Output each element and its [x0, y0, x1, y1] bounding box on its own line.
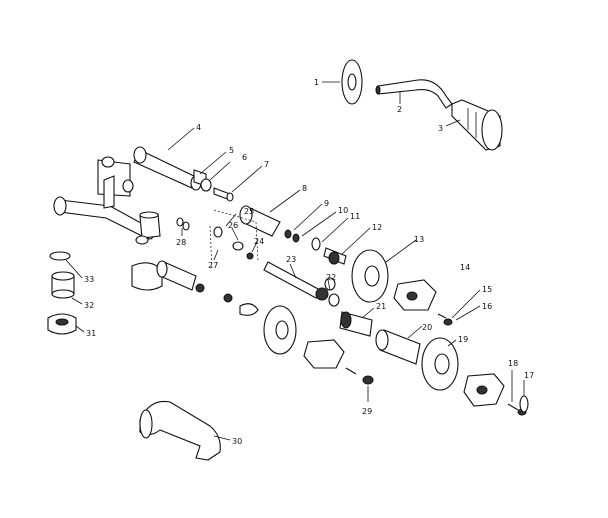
part-handle-lower: [303, 339, 345, 369]
callout-6: 6: [242, 153, 247, 162]
callout-3: 3: [438, 124, 443, 133]
part-shower-arm: [375, 79, 453, 109]
callout-15: 15: [482, 285, 492, 294]
callout-31: 31: [86, 329, 96, 338]
callout-4: 4: [196, 123, 201, 132]
callout-25: 25: [244, 207, 254, 216]
callout-8: 8: [302, 184, 307, 193]
callout-18: 18: [508, 359, 518, 368]
part-sleeve-8: [239, 205, 281, 237]
part-screw-15-16: [437, 313, 453, 326]
part-escutcheon-19: [421, 337, 459, 391]
part-screw-29: [345, 367, 374, 385]
callout-7: 7: [264, 160, 269, 169]
part-sleeve-lower: [156, 260, 259, 316]
part-seat-cylinders-left: [131, 211, 163, 291]
part-handle-14: [393, 279, 437, 311]
part-springs-9-10: [284, 229, 300, 243]
part-diverter-bracket: [209, 209, 259, 271]
part-shower-head: [451, 99, 503, 151]
part-stem-23: [263, 261, 340, 307]
part-nut-31: [47, 313, 77, 335]
leader-lines: [65, 81, 525, 441]
callout-21: 21: [376, 302, 386, 311]
callout-24: 24: [254, 237, 264, 246]
part-washer-33: [49, 251, 71, 261]
callout-12: 12: [372, 223, 382, 232]
callout-10: 10: [338, 206, 348, 215]
callout-28: 28: [176, 238, 186, 247]
callout-26: 26: [228, 221, 238, 230]
callout-2: 2: [397, 105, 402, 114]
callout-22: 22: [326, 273, 336, 282]
part-escutcheon-13: [351, 249, 389, 303]
part-stem-11-12: [311, 237, 347, 265]
callout-32: 32: [84, 301, 94, 310]
callout-29: 29: [362, 407, 372, 416]
callout-17: 17: [524, 371, 534, 380]
callout-11: 11: [350, 212, 360, 221]
callout-5: 5: [229, 146, 234, 155]
callout-1: 1: [314, 78, 319, 87]
part-handle-right-lower: [463, 373, 505, 407]
part-shower-flange: [341, 59, 363, 105]
callout-20: 20: [422, 323, 432, 332]
part-washers-5-6-7: [193, 169, 234, 202]
part-escutcheon-lower: [263, 305, 297, 355]
callout-13: 13: [414, 235, 424, 244]
callout-19: 19: [458, 335, 468, 344]
callout-27: 27: [208, 261, 218, 270]
callout-14: 14: [460, 263, 470, 272]
part-sleeve-20: [375, 329, 421, 365]
callout-30: 30: [232, 437, 242, 446]
callout-33: 33: [84, 275, 94, 284]
part-tub-spout-30: [139, 400, 221, 461]
callout-23: 23: [286, 255, 296, 264]
part-cartridge-21: [339, 311, 373, 337]
callout-16: 16: [482, 302, 492, 311]
callout-9: 9: [324, 199, 329, 208]
part-seat-32: [51, 271, 75, 299]
part-cap-17: [519, 395, 529, 413]
callout-labels: 1 2 3 4 5 6 7 8 9 10 11 12 13 14 15 16 1…: [84, 78, 534, 446]
part-washer-28: [176, 217, 190, 231]
